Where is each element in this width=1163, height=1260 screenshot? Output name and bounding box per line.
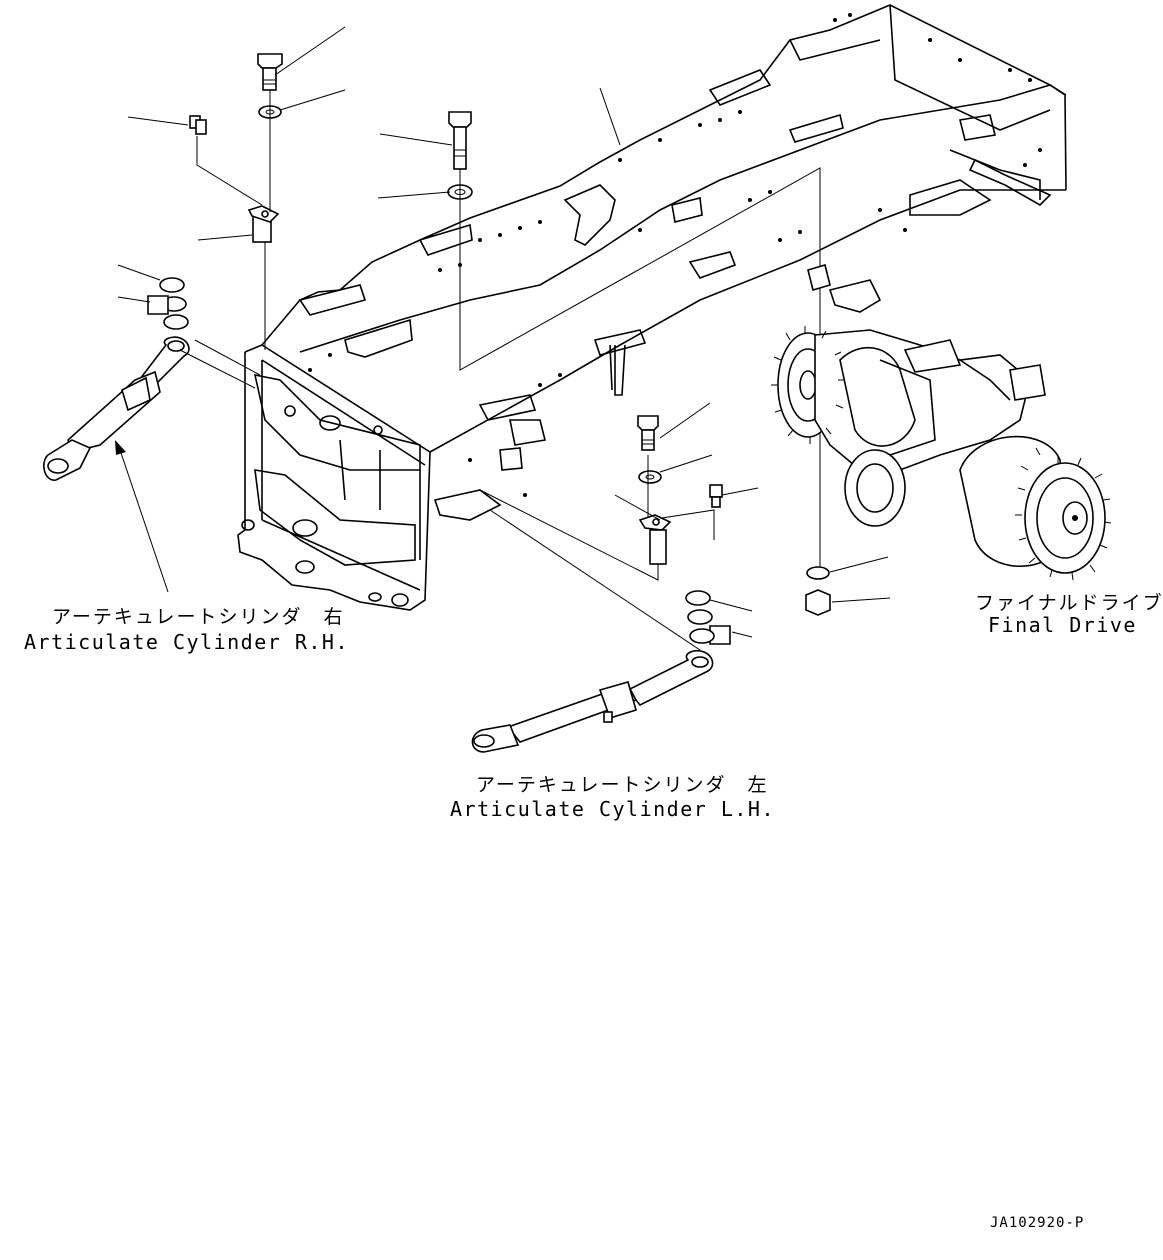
grease-fitting-icon	[709, 484, 723, 508]
shim-icon	[159, 277, 185, 293]
washer-icon	[638, 470, 662, 484]
bolt-icon	[637, 415, 659, 451]
grease-fitting-icon	[189, 115, 207, 135]
articulate-cylinder-right	[43, 336, 261, 593]
rear-frame	[237, 4, 1067, 611]
right-cylinder-label-en: Articulate Cylinder R.H.	[24, 630, 349, 654]
left-cylinder-label-en: Articulate Cylinder L.H.	[450, 797, 775, 821]
shim-icon	[689, 628, 715, 644]
pin-icon	[247, 205, 280, 243]
nut-icon	[805, 589, 831, 616]
articulate-cylinder-left	[471, 649, 714, 753]
final-drive-label-en: Final Drive	[988, 613, 1137, 637]
pin-icon	[638, 514, 672, 565]
right-cylinder-label-jp: アーテキュレートシリンダ 右	[52, 606, 345, 628]
washer-icon	[806, 566, 830, 580]
bolt-icon	[448, 111, 472, 170]
shim-icon	[685, 590, 711, 606]
hardware-top-left	[117, 26, 821, 570]
final-drive	[771, 263, 1112, 616]
left-cylinder-label-jp: アーテキュレートシリンダ 左	[476, 774, 769, 796]
bolt-icon	[257, 53, 283, 91]
shim-icon	[163, 314, 189, 330]
hardware-middle	[479, 402, 759, 651]
drawing-code: JA102920-P	[990, 1215, 1085, 1231]
shim-icon	[687, 609, 713, 625]
final-drive-label-jp: ファイナルドライブ	[975, 592, 1163, 614]
